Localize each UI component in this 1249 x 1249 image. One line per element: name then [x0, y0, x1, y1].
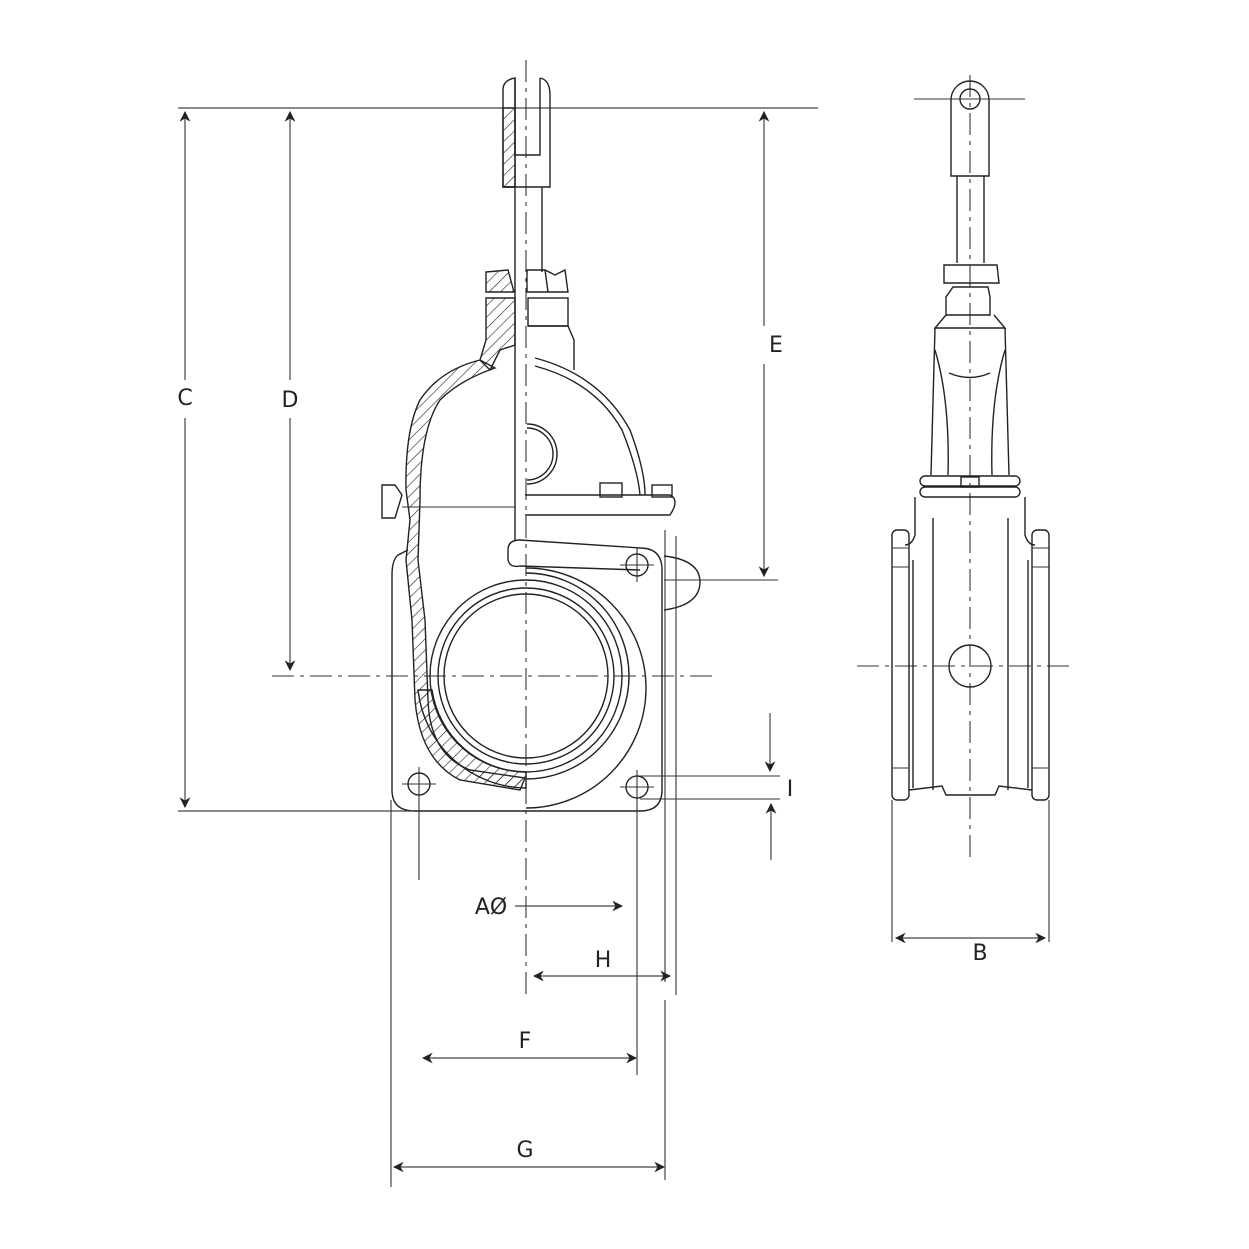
label-H: H [595, 948, 612, 973]
dimension-C: C [177, 110, 193, 809]
side-view [857, 75, 1075, 942]
bore-inner-circle [443, 593, 609, 759]
dimension-I: I [640, 713, 793, 860]
label-G: G [516, 1138, 533, 1163]
dimension-A: AØ [475, 895, 624, 920]
dimension-E: E [758, 110, 783, 578]
label-D: D [282, 388, 299, 413]
dimension-B: B [894, 932, 1047, 966]
label-F: F [519, 1029, 532, 1054]
bolt-hole-bottom-left [402, 767, 436, 880]
label-I: I [787, 777, 794, 802]
label-C: C [177, 386, 192, 411]
bolt-hole-top-right [620, 548, 654, 582]
valve-body-outline [391, 539, 663, 812]
label-A-diameter: AØ [475, 895, 507, 920]
front-view [272, 60, 778, 1075]
dimension-H: H [532, 530, 677, 995]
dimension-F: F [421, 1029, 638, 1064]
bolt-hole-bottom-right [620, 770, 654, 1075]
dimension-G: G [390, 800, 666, 1187]
label-E: E [769, 333, 783, 358]
dimension-D: D [282, 110, 299, 672]
label-B: B [972, 941, 987, 966]
